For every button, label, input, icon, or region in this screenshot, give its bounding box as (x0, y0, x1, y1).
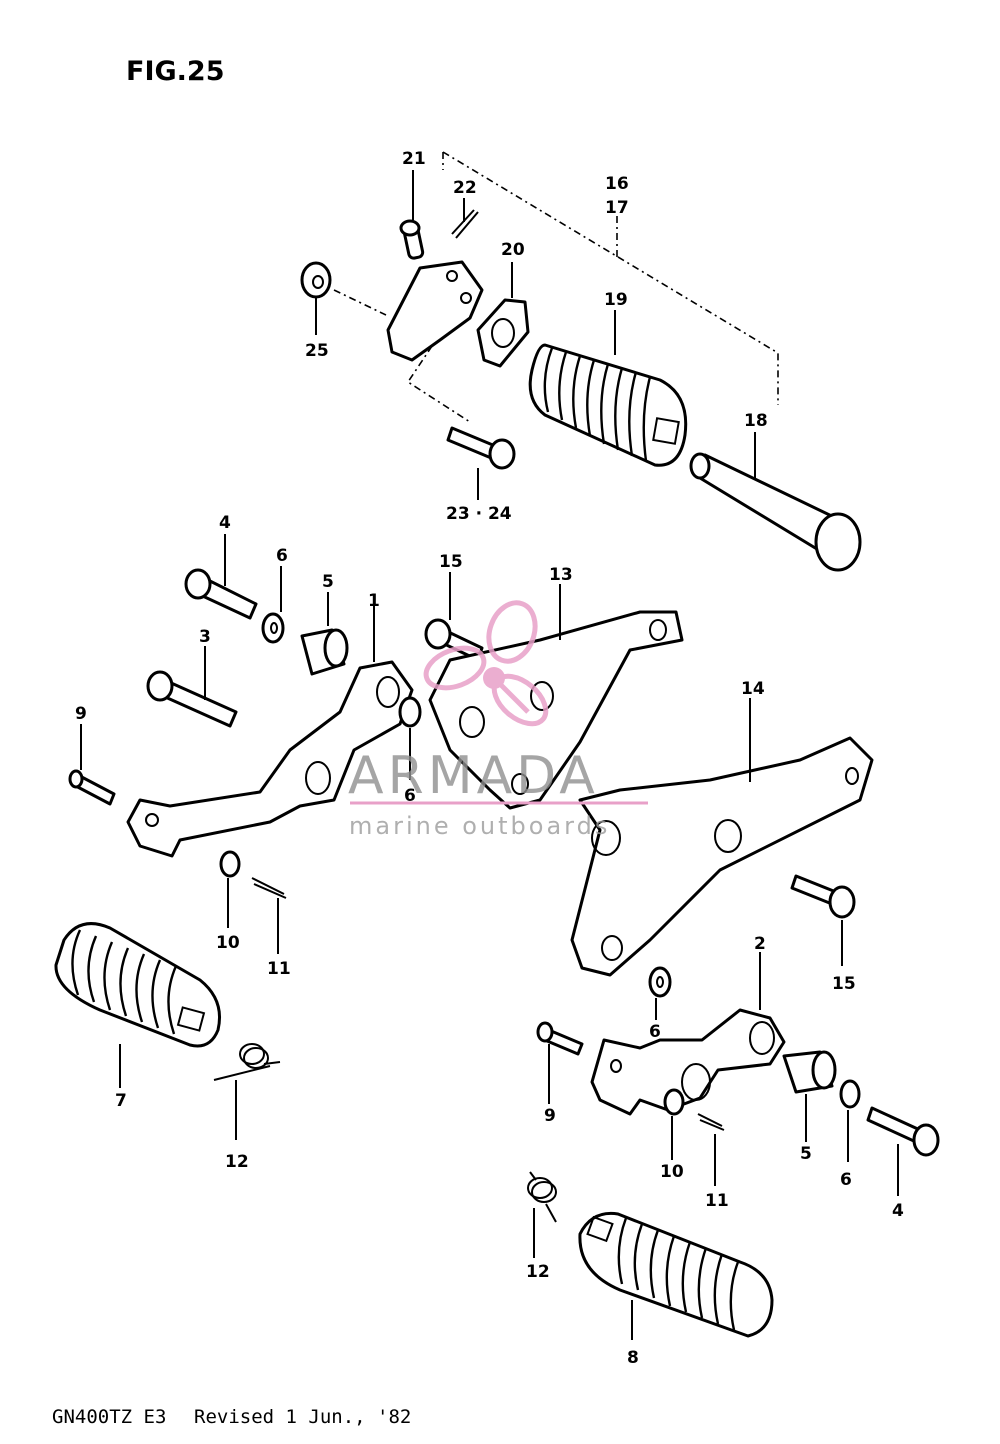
part-9-pin-right (536, 1021, 584, 1056)
part-4-bolt-upper (184, 568, 258, 620)
callout-12-right: 12 (526, 1262, 550, 1282)
callout-12-left: 12 (225, 1152, 249, 1172)
callout-7: 7 (115, 1091, 127, 1111)
part-2-footrest-bar (590, 1008, 786, 1116)
callout-5-upper: 5 (322, 572, 334, 592)
part-23-24-bolt (446, 426, 516, 470)
callout-5-right: 5 (800, 1144, 812, 1164)
watermark-name: ARMADA (348, 746, 599, 806)
part-5-bushing-upper (300, 628, 349, 676)
part-6-washer-mid (398, 696, 422, 728)
callout-1: 1 (368, 591, 380, 611)
part-6-washer-right-lower (839, 1079, 861, 1109)
callout-20: 20 (501, 240, 525, 260)
callout-17: 17 (605, 198, 629, 218)
part-9-pin-left (68, 769, 116, 806)
part-4-bolt-lower (866, 1106, 940, 1157)
part-20-plate (476, 298, 530, 368)
part-25-washer (300, 261, 332, 299)
footer-model-code: GN400TZ E3 (52, 1406, 167, 1428)
part-7-footrest-rubber-left (54, 922, 221, 1048)
group-bracket-16-17 (442, 151, 779, 405)
callout-9-right: 9 (544, 1106, 556, 1126)
callout-19: 19 (604, 290, 628, 310)
part-5-bushing-right (782, 1050, 837, 1094)
part-6-washer-right-upper (648, 966, 672, 998)
callout-6-right-upper: 6 (649, 1022, 661, 1042)
part-13-footrest-plate (428, 610, 684, 810)
part-3-bolt (146, 670, 238, 728)
callout-21: 21 (402, 149, 426, 169)
part-14-footrest-plate (570, 736, 874, 977)
callout-11-right: 11 (705, 1191, 729, 1211)
callout-4-lower: 4 (892, 1201, 904, 1221)
part-6-washer-upper (261, 612, 285, 644)
part-11-cotter-left (251, 877, 287, 899)
callout-14: 14 (741, 679, 765, 699)
callout-13: 13 (549, 565, 573, 585)
callout-10-left: 10 (216, 933, 240, 953)
callout-15-lower: 15 (832, 974, 856, 994)
callout-6-upper: 6 (276, 546, 288, 566)
part-16-17-footrest-holder (386, 260, 484, 362)
part-12-spring-left (213, 1043, 281, 1081)
callout-10-right: 10 (660, 1162, 684, 1182)
callout-8: 8 (627, 1348, 639, 1368)
part-11-cotter-right (697, 1113, 725, 1131)
part-15-bolt-lower (790, 874, 856, 919)
callout-18: 18 (744, 411, 768, 431)
part-21-pin (399, 219, 425, 260)
callout-4-upper: 4 (219, 513, 231, 533)
part-19-footrest-rubber (528, 343, 688, 467)
callout-25: 25 (305, 341, 329, 361)
callout-22: 22 (453, 178, 477, 198)
footer-revision-date: Revised 1 Jun., '82 (194, 1406, 412, 1428)
callout-6-mid: 6 (404, 786, 416, 806)
callout-3: 3 (199, 627, 211, 647)
figure-title: FIG.25 (126, 56, 225, 87)
part-18-footrest-pin (689, 452, 862, 572)
part-10-washer-right (663, 1088, 685, 1116)
watermark-tagline: marine outboards (349, 812, 611, 840)
callout-16: 16 (605, 174, 629, 194)
part-8-footrest-rubber-right (578, 1211, 774, 1338)
callout-11-left: 11 (267, 959, 291, 979)
armada-logo-icon (423, 600, 549, 727)
callout-9-left: 9 (75, 704, 87, 724)
callout-6-right-lower: 6 (840, 1170, 852, 1190)
part-12-spring-right (527, 1171, 557, 1223)
part-10-washer-left (219, 850, 241, 878)
callout-15-upper: 15 (439, 552, 463, 572)
callout-2: 2 (754, 934, 766, 954)
callout-23-24: 23 · 24 (446, 504, 512, 524)
